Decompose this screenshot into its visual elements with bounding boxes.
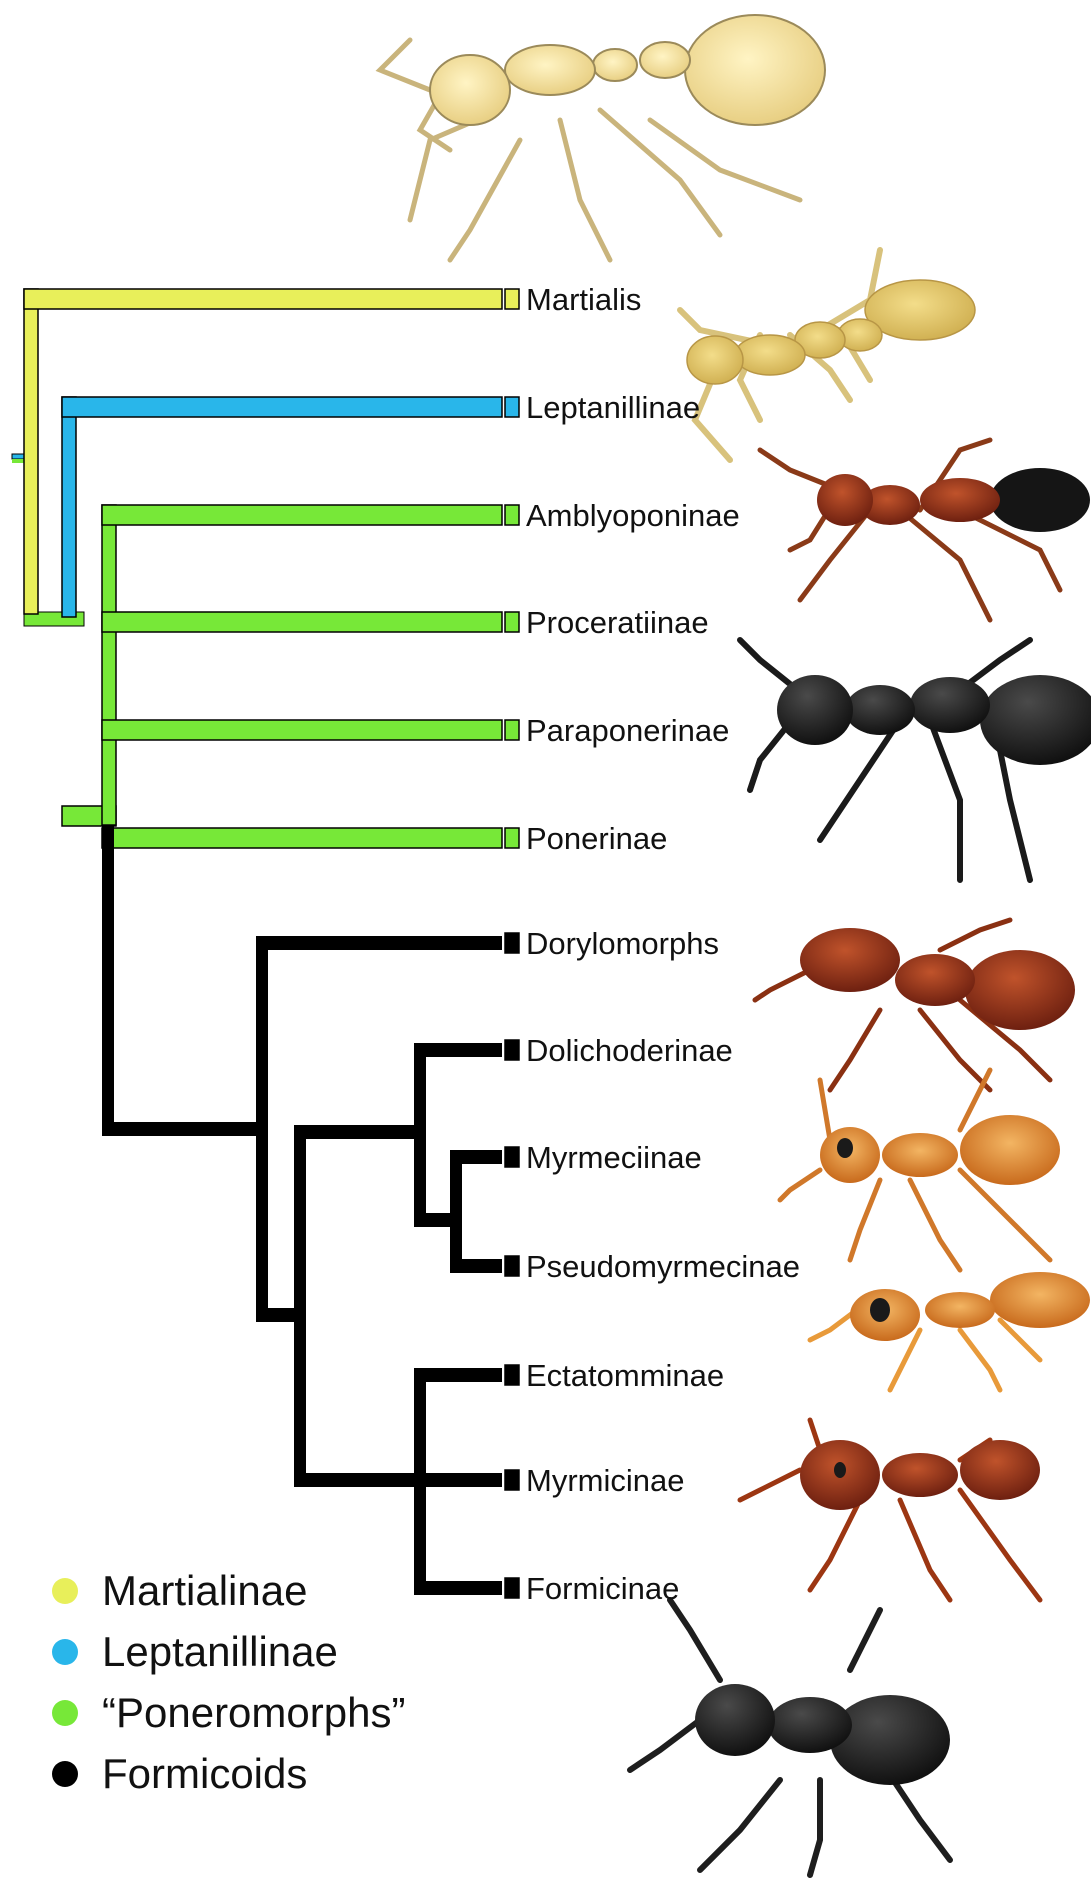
taxon-label-dolichoderinae: Dolichoderinae <box>526 1033 733 1068</box>
legend-label: Formicoids <box>102 1750 307 1798</box>
taxon-label-proceratiinae: Proceratiinae <box>526 605 709 640</box>
taxon-label-paraponerinae: Paraponerinae <box>526 713 729 748</box>
formicoid-branches <box>102 826 502 1595</box>
taxon-label-ectatomminae: Ectatomminae <box>526 1358 724 1393</box>
taxon-label-leptanillinae: Leptanillinae <box>526 390 700 425</box>
legend-label: Martialinae <box>102 1567 307 1615</box>
orange-ant-photo <box>780 1070 1060 1270</box>
taxon-labels: Martialis Leptanillinae Amblyoponinae Pr… <box>526 282 800 1606</box>
taxon-label-pseudomyrmecinae: Pseudomyrmecinae <box>526 1249 800 1284</box>
legend-label: Leptanillinae <box>102 1628 338 1676</box>
black-dot-icon <box>52 1761 78 1787</box>
black-long-jawed-ant-photo <box>740 640 1091 880</box>
yellow-ant-photo <box>680 250 975 460</box>
taxon-label-myrmeciinae: Myrmeciinae <box>526 1140 702 1175</box>
red-black-ant-photo <box>760 440 1090 620</box>
pale-yellow-ant-drawing <box>380 15 825 260</box>
legend-item-poneromorphs: “Poneromorphs” <box>52 1682 405 1743</box>
black-ant-photo <box>630 1600 950 1875</box>
legend-item-martialinae: Martialinae <box>52 1560 405 1621</box>
taxon-label-dorylomorphs: Dorylomorphs <box>526 926 719 961</box>
pale-orange-ant-photo <box>810 1272 1090 1390</box>
taxon-label-myrmicinae: Myrmicinae <box>526 1463 684 1498</box>
legend-item-leptanillinae: Leptanillinae <box>52 1621 405 1682</box>
legend: Martialinae Leptanillinae “Poneromorphs”… <box>52 1560 405 1804</box>
yellow-dot-icon <box>52 1578 78 1604</box>
taxon-label-amblyoponinae: Amblyoponinae <box>526 498 740 533</box>
legend-item-formicoids: Formicoids <box>52 1743 405 1804</box>
martialis-branch <box>24 289 502 614</box>
green-dot-icon <box>52 1700 78 1726</box>
taxon-label-martialis: Martialis <box>526 282 641 317</box>
blue-dot-icon <box>52 1639 78 1665</box>
red-ant-photo <box>755 920 1075 1090</box>
legend-label: “Poneromorphs” <box>102 1689 405 1737</box>
tip-markers <box>505 289 519 1598</box>
taxon-label-ponerinae: Ponerinae <box>526 821 667 856</box>
poneromorph-branches <box>62 505 502 848</box>
rust-red-ant-photo <box>740 1420 1040 1600</box>
taxon-label-formicinae: Formicinae <box>526 1571 679 1606</box>
